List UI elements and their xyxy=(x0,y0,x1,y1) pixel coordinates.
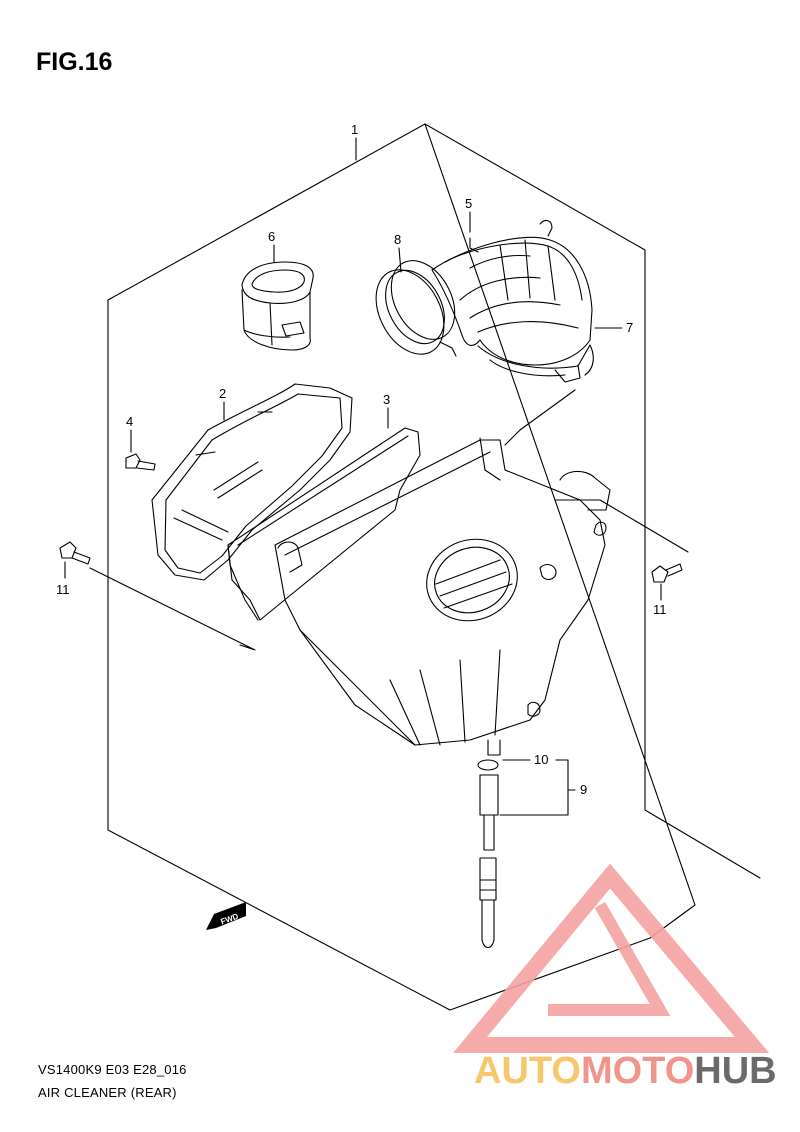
part-11-bolt-left xyxy=(59,541,91,565)
callout-6: 6 xyxy=(268,229,275,244)
callout-9: 9 xyxy=(580,782,587,797)
callout-11-left: 11 xyxy=(56,582,70,597)
fwd-arrow-icon: FWD xyxy=(206,902,246,930)
callout-5: 5 xyxy=(465,196,472,211)
callout-7: 7 xyxy=(626,320,633,335)
leader-11-right-box xyxy=(554,499,689,553)
watermark-hub: HUB xyxy=(694,1050,776,1092)
figure-title: FIG.16 xyxy=(36,48,113,76)
svg-text:AUTOMOTOHUB: AUTOMOTOHUB xyxy=(474,1050,777,1092)
leader-duct-to-case xyxy=(504,389,576,446)
callout-4: 4 xyxy=(126,414,133,429)
part-2-case-cover xyxy=(151,383,353,581)
leader-11-left-box xyxy=(89,567,256,651)
callout-1: 1 xyxy=(351,122,358,137)
callout-10: 10 xyxy=(534,752,548,767)
part-9-drain-tube xyxy=(479,774,499,949)
part-name: AIR CLEANER (REAR) xyxy=(38,1085,177,1100)
part-3-filter-element xyxy=(227,427,421,621)
watermark-moto: MOTO xyxy=(581,1050,694,1092)
part-5-intake-duct xyxy=(431,219,593,366)
part-1-main-case xyxy=(274,437,611,756)
callout-11-right: 11 xyxy=(653,602,667,617)
part-11-bolt-right xyxy=(651,563,683,583)
automotohub-watermark-logo: AUTOMOTOHUB xyxy=(452,863,777,1092)
leader-8 xyxy=(398,247,402,273)
callout-3: 3 xyxy=(383,392,390,407)
assembly-outline xyxy=(107,123,761,1011)
part-10-clip xyxy=(477,759,499,771)
callout-8: 8 xyxy=(394,232,401,247)
model-code: VS1400K9 E03 E28_016 xyxy=(38,1062,187,1077)
part-4-bolt xyxy=(125,453,156,471)
part-7-duct-clamp xyxy=(477,344,594,383)
part-8-hose-clamp xyxy=(375,260,457,357)
callout-2: 2 xyxy=(219,386,226,401)
part-6-intake-funnel xyxy=(241,261,314,351)
watermark-auto: AUTO xyxy=(474,1050,581,1092)
leader-9 xyxy=(499,759,569,816)
